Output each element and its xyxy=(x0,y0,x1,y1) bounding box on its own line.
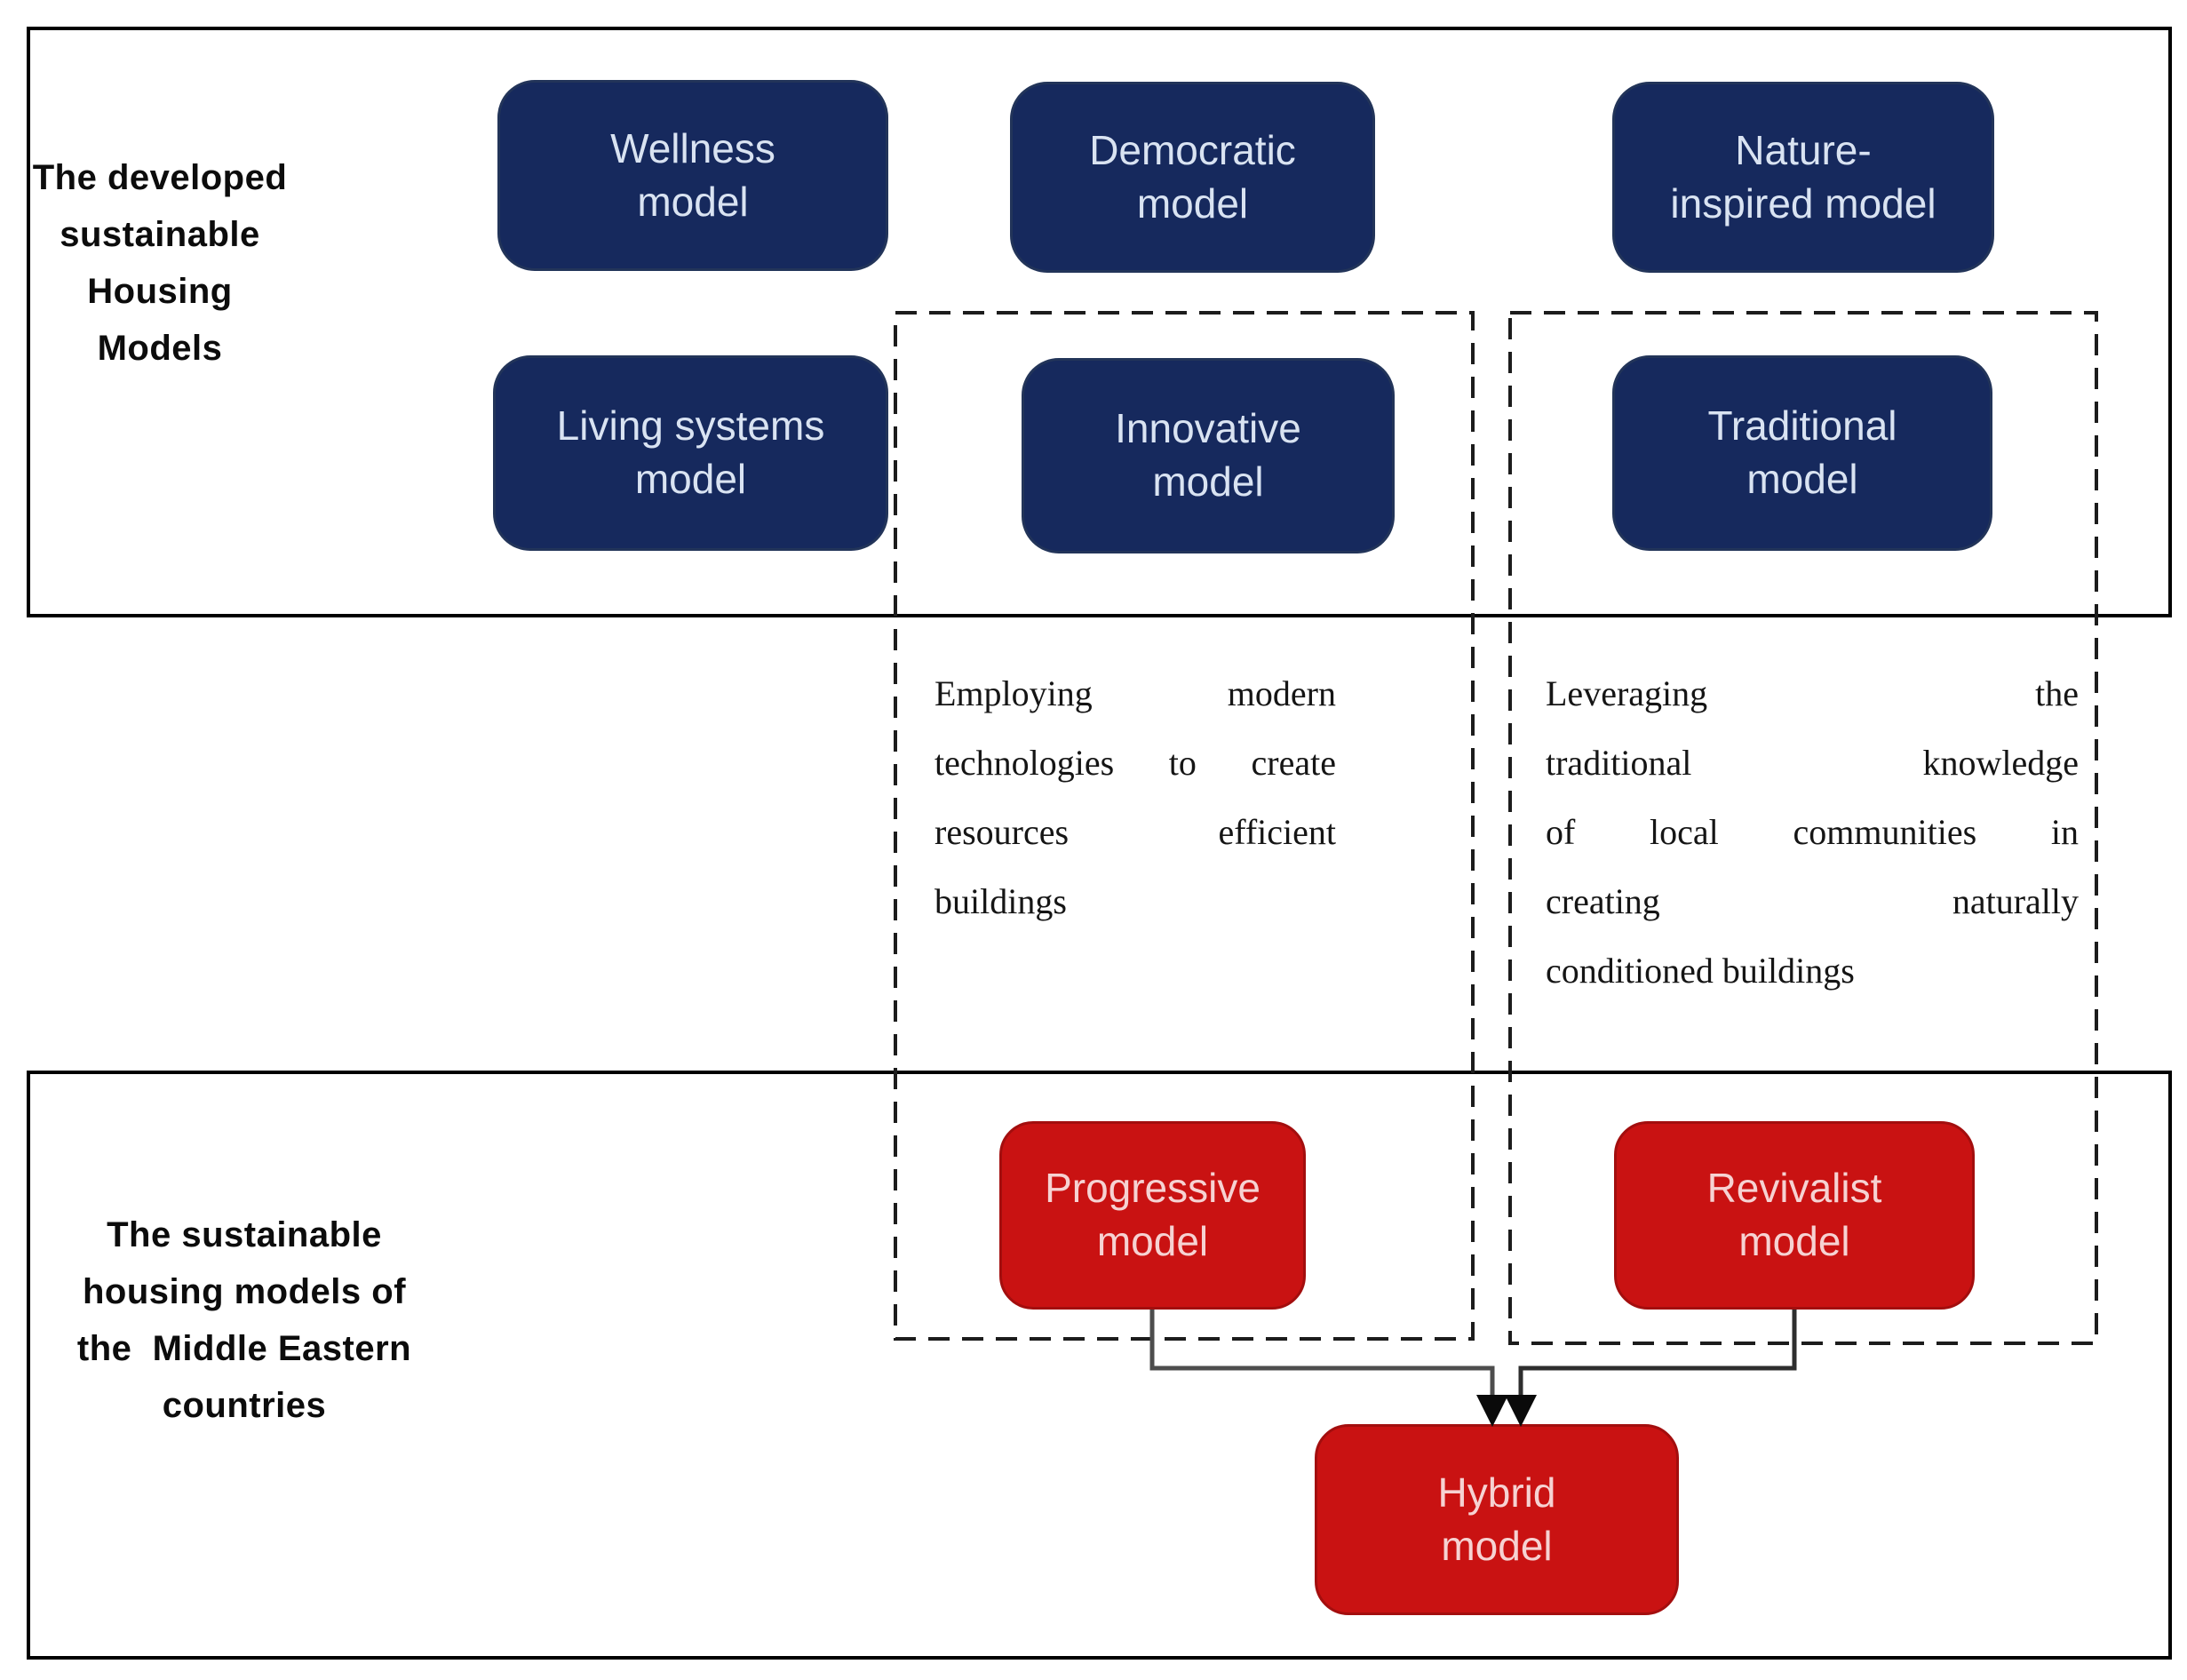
model-box-label: Traditional model xyxy=(1707,402,1897,502)
note-line: traditional knowledge xyxy=(1546,743,2079,783)
model-box-label: Living systems model xyxy=(556,402,825,502)
model-box-label: Nature- inspired model xyxy=(1670,126,1936,227)
traditional-model-note: Leveraging the traditional knowledge of lo… xyxy=(1546,659,2079,1006)
top-section-label: The developed sustainable Housing Models xyxy=(32,158,288,368)
model-box-label: Democratic model xyxy=(1089,126,1296,227)
model-box-wellness: Wellness model xyxy=(497,80,888,271)
model-box-nature-inspired: Nature- inspired model xyxy=(1612,82,1994,273)
model-box-hybrid: Hybrid model xyxy=(1315,1424,1679,1615)
model-box-label: Progressive model xyxy=(1045,1165,1261,1264)
note-line: Leveraging the xyxy=(1546,673,2079,713)
model-box-label: Innovative model xyxy=(1115,405,1301,505)
bottom-section-label: The sustainable housing models of the Mi… xyxy=(76,1215,412,1425)
note-line: technologies to create xyxy=(934,743,1336,783)
note-line: Employing modern xyxy=(934,673,1336,713)
note-line: of local communities in xyxy=(1546,812,2079,852)
model-box-label: Wellness model xyxy=(610,124,775,225)
model-box-revivalist: Revivalist model xyxy=(1614,1121,1975,1310)
model-box-label: Hybrid model xyxy=(1437,1469,1556,1569)
model-box-living-systems: Living systems model xyxy=(493,355,888,551)
model-box-traditional: Traditional model xyxy=(1612,355,1992,551)
model-box-label: Revivalist model xyxy=(1706,1165,1882,1264)
model-box-progressive: Progressive model xyxy=(999,1121,1306,1310)
note-line: buildings xyxy=(934,881,1067,921)
note-line: conditioned buildings xyxy=(1546,951,1855,991)
note-line: creating naturally xyxy=(1546,881,2079,921)
model-box-democratic: Democratic model xyxy=(1010,82,1375,273)
note-line: resources efficient xyxy=(934,812,1336,852)
innovative-model-note: Employing modern technologies to create re… xyxy=(934,659,1336,936)
model-box-innovative: Innovative model xyxy=(1022,358,1395,553)
